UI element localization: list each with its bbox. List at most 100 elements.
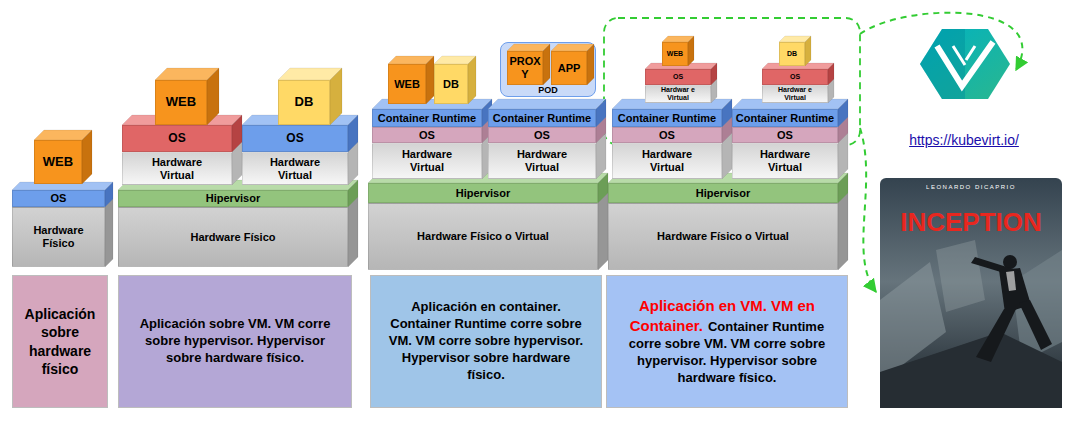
- description-box: Aplicación en VM. VM en Container.Contai…: [606, 275, 848, 408]
- text-wrap: WEB: [667, 50, 683, 58]
- node-label: OS: [419, 129, 435, 141]
- node-label: Hardware Físico o Virtual: [417, 230, 549, 242]
- box-face: [805, 36, 811, 66]
- box-face: [348, 180, 358, 207]
- stack-layer: Hardware Virtual: [242, 152, 348, 185]
- box-face: [348, 115, 358, 152]
- node-label: Hardware Virtual: [642, 148, 692, 173]
- node-label: OS: [286, 131, 303, 145]
- text-wrap: Aplicación sobre hardware físico: [19, 305, 101, 378]
- node-label: OS: [673, 73, 683, 80]
- text-wrap: OS: [168, 132, 185, 146]
- stack-layer: OS: [242, 125, 348, 152]
- app-cube: DB: [779, 42, 805, 66]
- stack-layer: Hipervisor: [368, 183, 598, 203]
- box-face: [348, 197, 358, 267]
- description-text: Aplicación en container. Container Runti…: [389, 299, 583, 382]
- text-wrap: Hardware Virtual: [755, 148, 815, 173]
- link-label: https://kubevirt.io/: [900, 131, 1028, 149]
- stack-layer: Hardware Físico: [12, 207, 105, 267]
- stack-layer: Container Runtime: [488, 109, 596, 127]
- node-label: POD: [538, 85, 558, 95]
- text-wrap: OS: [790, 73, 800, 81]
- node-label: Hipervisor: [696, 187, 750, 199]
- node-label: Hipervisor: [206, 192, 260, 204]
- node-label: WEB: [43, 154, 73, 169]
- text-wrap: Hardware Virtual: [265, 156, 325, 181]
- stack-layer: Hipervisor: [118, 190, 348, 207]
- box-face: [587, 44, 594, 85]
- node-label: Hardwar e Virtual: [778, 86, 812, 101]
- node-label: Container Runtime: [493, 112, 591, 124]
- text-wrap: DB: [443, 78, 459, 91]
- text-wrap: Hardware Físico o Virtual: [417, 230, 549, 243]
- box-face: [82, 130, 92, 184]
- app-cube: WEB: [388, 64, 426, 104]
- text-wrap: Aplicación sobre VM. VM corre sobre hype…: [133, 316, 338, 367]
- box-face: [543, 44, 550, 85]
- text-wrap: Aplicación en container. Container Runti…: [384, 299, 589, 383]
- box-face: [598, 193, 608, 270]
- text-wrap: OS: [534, 129, 550, 142]
- stack-layer: OS: [612, 127, 722, 143]
- text-wrap: Hipervisor: [456, 187, 510, 200]
- text-wrap: OS: [419, 129, 435, 142]
- box-face: [232, 115, 242, 152]
- text-wrap: Hardware Físico: [29, 224, 89, 249]
- stack-layer: Hardware Virtual: [612, 143, 722, 179]
- stack-layer: Hardware Físico o Virtual: [608, 203, 838, 270]
- node-label: DB: [295, 94, 314, 109]
- box-face: [688, 36, 694, 66]
- node-label: OS: [51, 192, 67, 204]
- text-wrap: Container Runtime: [618, 112, 716, 125]
- stack-layer: Hardware Virtual: [732, 143, 838, 179]
- box-face: [838, 99, 848, 127]
- node-label: PROX Y: [509, 55, 540, 80]
- box-face: [330, 68, 342, 125]
- logo-facet: [920, 29, 965, 99]
- poster-credit: LEONARDO DICAPRIO: [880, 182, 1062, 192]
- node-label: DB: [787, 50, 797, 57]
- app-cube: DB: [278, 80, 330, 125]
- node-label: Hardware Físico: [191, 231, 276, 243]
- node-label: OS: [534, 129, 550, 141]
- description-box: Aplicación sobre hardware físico: [12, 275, 108, 408]
- stack-layer: OS: [122, 125, 232, 152]
- description-text: Aplicación sobre hardware físico: [25, 306, 96, 377]
- box-face: [488, 99, 606, 109]
- stack-layer: Hardwar e Virtual: [645, 85, 711, 103]
- app-cube: WEB: [155, 80, 207, 125]
- stack-layer: Container Runtime: [372, 109, 482, 127]
- logo-stripes: [953, 46, 975, 65]
- node-label: Hardware Físico: [33, 224, 83, 249]
- text-wrap: Hardware Físico: [191, 231, 276, 244]
- app-cube: WEB: [662, 42, 688, 66]
- box-face: [722, 99, 732, 127]
- node-label: Container Runtime: [736, 112, 834, 124]
- kubevirt-logo: [920, 29, 1010, 99]
- stack-layer: Hardwar e Virtual: [762, 85, 828, 103]
- text-wrap: WEB: [166, 95, 196, 110]
- box-face: [828, 63, 834, 85]
- stack-layer: Hardware Físico o Virtual: [368, 203, 598, 270]
- node-label: APP: [558, 62, 581, 74]
- text-wrap: Hardware Virtual: [397, 148, 457, 173]
- poster-ground: [880, 178, 1062, 408]
- text-wrap: PROX Y: [508, 55, 542, 80]
- stack-layer: Hardware Virtual: [488, 143, 596, 179]
- node-label: WEB: [394, 78, 420, 90]
- box-face: [207, 68, 219, 125]
- stack-layer: Hipervisor: [608, 183, 838, 203]
- node-label: OS: [790, 73, 800, 80]
- node-label: Hardware Virtual: [402, 148, 452, 173]
- box-face: [838, 193, 848, 270]
- text-wrap: Hardware Virtual: [637, 148, 697, 173]
- node-label: Hardware Físico o Virtual: [657, 230, 789, 242]
- text-wrap: Container Runtime: [493, 112, 591, 125]
- text-wrap: APP: [558, 62, 581, 75]
- text-wrap: Aplicación en VM. VM en Container.Contai…: [615, 296, 840, 386]
- movie-poster: [880, 178, 1062, 408]
- text-wrap: Hipervisor: [696, 187, 750, 200]
- stack-layer: OS: [732, 127, 838, 143]
